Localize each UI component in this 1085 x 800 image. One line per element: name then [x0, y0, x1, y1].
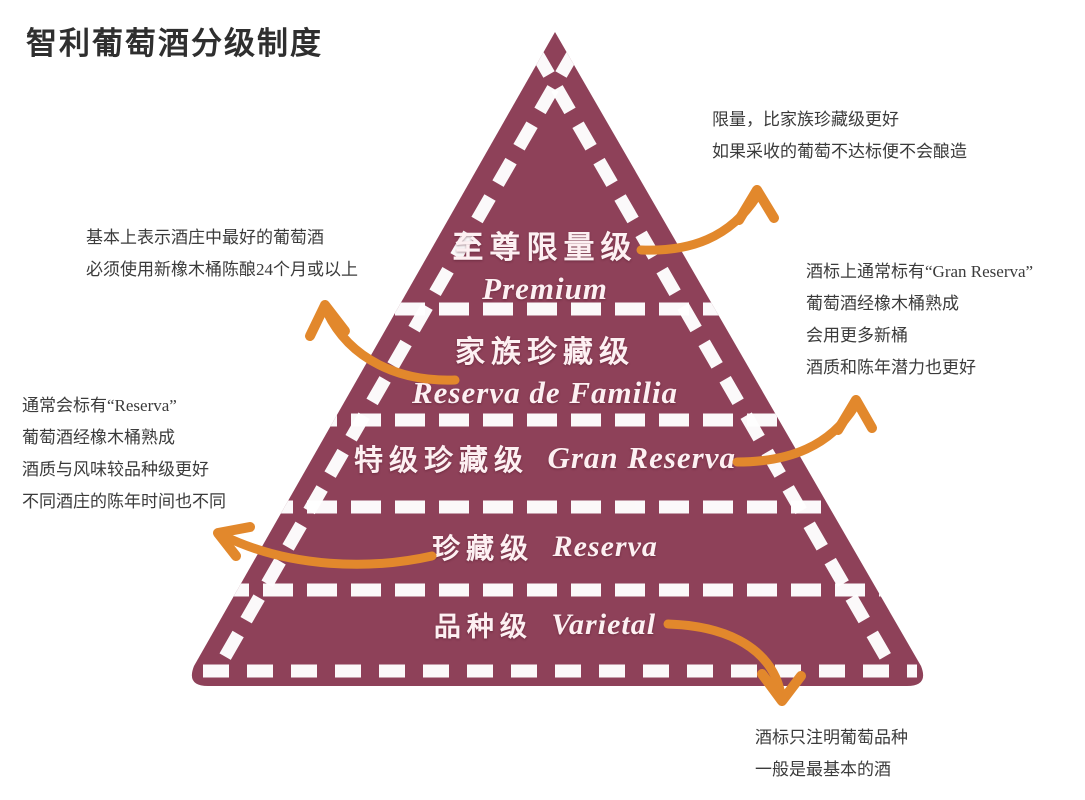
- annotation-line: 限量，比家族珍藏级更好: [712, 110, 899, 129]
- annotation-line: 一般是最基本的酒: [755, 760, 891, 779]
- annotation-line: 酒质和陈年潜力也更好: [806, 358, 976, 377]
- annotation-varietal: 酒标只注明葡萄品种 一般是最基本的酒: [755, 722, 908, 786]
- annotation-line: 会用更多新桶: [806, 326, 908, 345]
- annotation-line: 基本上表示酒庄中最好的葡萄酒: [86, 228, 324, 247]
- annotation-line: 不同酒庄的陈年时间也不同: [22, 492, 226, 511]
- annotation-line: 必须使用新橡木桶陈酿24个月或以上: [86, 260, 358, 279]
- annotation-line: 葡萄酒经橡木桶熟成: [22, 428, 175, 447]
- pyramid-body: [191, 32, 924, 686]
- annotation-line: 通常会标有“Reserva”: [22, 396, 177, 415]
- annotation-reserva: 通常会标有“Reserva” 葡萄酒经橡木桶熟成 酒质与风味较品种级更好 不同酒…: [22, 390, 226, 518]
- annotation-premium: 限量，比家族珍藏级更好 如果采收的葡萄不达标便不会酿造: [712, 104, 967, 168]
- annotation-line: 葡萄酒经橡木桶熟成: [806, 294, 959, 313]
- annotation-line: 酒标上通常标有“Gran Reserva”: [806, 262, 1034, 281]
- annotation-gran-reserva: 酒标上通常标有“Gran Reserva” 葡萄酒经橡木桶熟成 会用更多新桶 酒…: [806, 256, 1033, 384]
- annotation-line: 酒质与风味较品种级更好: [22, 460, 209, 479]
- page-title: 智利葡萄酒分级制度: [26, 26, 323, 61]
- annotation-line: 如果采收的葡萄不达标便不会酿造: [712, 142, 967, 161]
- annotation-reserva-de-familia: 基本上表示酒庄中最好的葡萄酒 必须使用新橡木桶陈酿24个月或以上: [86, 222, 358, 286]
- annotation-line: 酒标只注明葡萄品种: [755, 728, 908, 747]
